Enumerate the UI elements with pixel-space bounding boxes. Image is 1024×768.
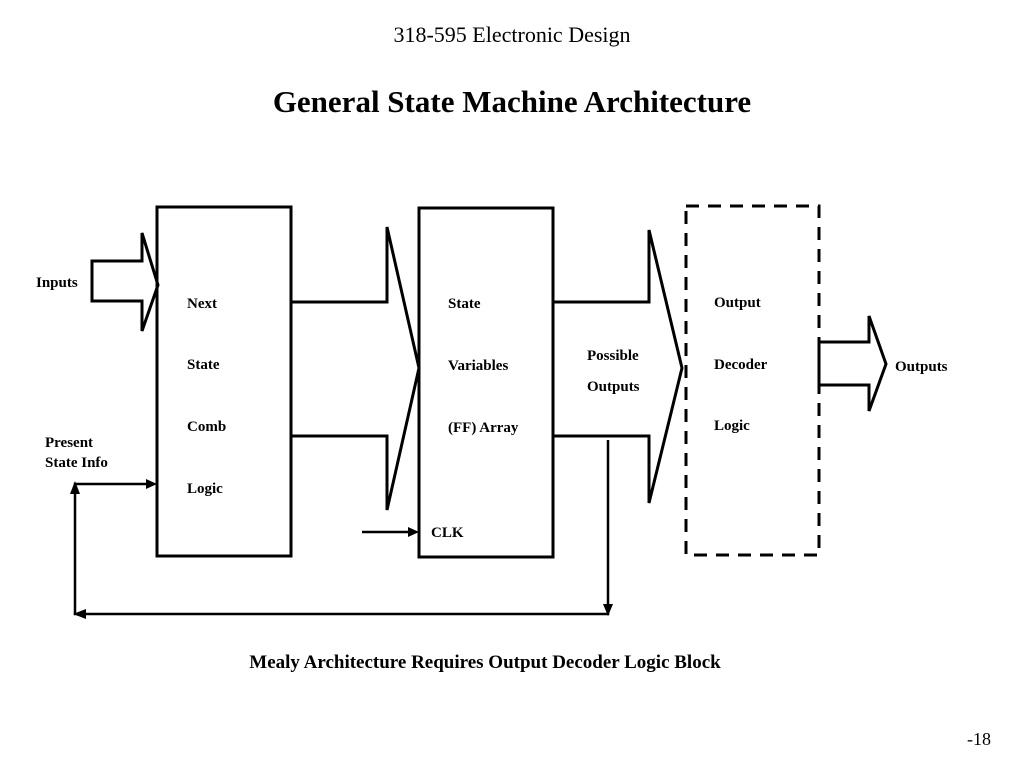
outputs-arrow: [817, 315, 888, 412]
slide-header: 318-595 Electronic Design: [393, 22, 631, 47]
next-state-bus-arrow: [291, 226, 421, 511]
clk-arrowhead: [408, 527, 419, 537]
state-variables-block-line-2: Variables: [448, 358, 508, 374]
possible-outputs-label-line-1: Possible: [587, 348, 639, 364]
next-state-block-line-1: Next: [187, 296, 217, 312]
slide-caption: Mealy Architecture Requires Output Decod…: [249, 652, 721, 673]
state-variables-block: [417, 206, 555, 559]
possible-outputs-label-line-2: Outputs: [587, 379, 640, 395]
present-state-label-line-2: State Info: [45, 455, 108, 471]
next-state-block-line-4: Logic: [187, 481, 223, 497]
output-decoder-block-line-3: Logic: [714, 418, 750, 434]
state-variables-block-line-1: State: [448, 296, 481, 312]
inputs-label: Inputs: [36, 275, 78, 291]
state-variables-block-line-3: (FF) Array: [448, 420, 519, 436]
inputs-arrow: [90, 232, 160, 332]
next-state-block-line-3: Comb: [187, 419, 226, 435]
next-state-logic-block: [155, 205, 293, 558]
output-decoder-block-line-1: Output: [714, 295, 761, 311]
page-number: -18: [967, 729, 991, 749]
output-decoder-block-line-2: Decoder: [714, 357, 768, 373]
clk-label: CLK: [431, 525, 464, 541]
feedback-left-arrowhead: [73, 609, 86, 619]
feedback-up-arrowhead: [70, 481, 80, 494]
feedback-down-arrowhead: [603, 604, 613, 616]
outputs-label: Outputs: [895, 359, 948, 375]
feedback-path: [73, 440, 610, 616]
next-state-block-line-2: State: [187, 357, 220, 373]
slide-title: General State Machine Architecture: [272, 84, 752, 119]
present-state-label-line-1: Present: [45, 435, 93, 451]
feedback-right-arrowhead: [146, 479, 157, 489]
possible-outputs-bus-arrow: [553, 229, 684, 504]
output-decoder-block: [684, 204, 821, 557]
